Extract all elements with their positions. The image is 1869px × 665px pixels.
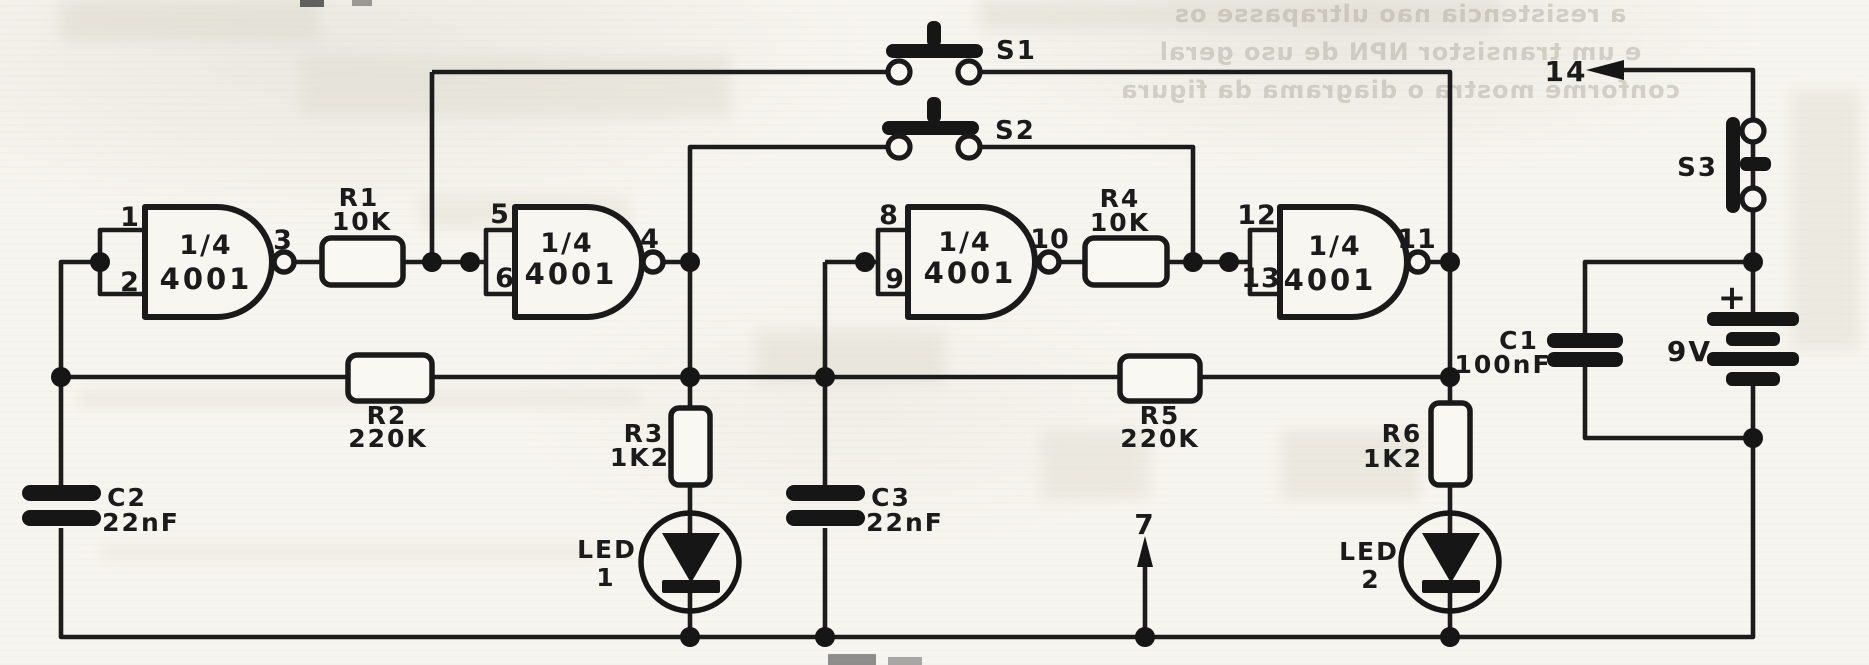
capacitor-value: 100nF bbox=[1454, 350, 1551, 379]
junction-dots bbox=[51, 252, 1763, 647]
resistor-r3: R3 1K2 bbox=[610, 405, 713, 488]
nor-gate-2: 5 6 4 1/4 4001 bbox=[490, 199, 666, 320]
resistor-value: 1K2 bbox=[610, 443, 670, 472]
resistor-r4: R4 10K bbox=[1082, 184, 1170, 288]
pin-label: 1 bbox=[120, 202, 140, 233]
vdd-pin-arrow: 14 bbox=[1545, 55, 1624, 88]
resistor-ref: R6 bbox=[1382, 419, 1423, 448]
led-1: LED 1 bbox=[577, 510, 742, 614]
diode-triangle bbox=[1422, 533, 1480, 583]
capacitor-c3: C3 22nF bbox=[786, 483, 944, 537]
resistor-value: 220K bbox=[1120, 424, 1200, 453]
resistor-value: 220K bbox=[348, 424, 428, 453]
capacitor-ref: C1 bbox=[1499, 326, 1539, 355]
resistor-value: 1K2 bbox=[1363, 444, 1423, 473]
pin-label: 12 bbox=[1237, 200, 1277, 231]
capacitor-ref: C3 bbox=[871, 483, 911, 512]
battery-9v: + 9V bbox=[1667, 278, 1799, 386]
resistor-ref: R5 bbox=[1140, 401, 1181, 430]
pushbutton-s3: S3 bbox=[1677, 117, 1771, 213]
cathode-bar bbox=[662, 580, 720, 593]
pushbutton-s1: S1 bbox=[885, 21, 1037, 86]
switch-ref: S2 bbox=[995, 116, 1036, 146]
diode-triangle bbox=[662, 533, 720, 583]
plunger bbox=[927, 21, 941, 47]
battery-voltage: 9V bbox=[1667, 335, 1712, 368]
battery-polarity: + bbox=[1718, 278, 1747, 318]
switch-ref: S3 bbox=[1677, 153, 1718, 183]
gate-part-label: 4001 bbox=[1284, 263, 1377, 297]
inverter-bubble bbox=[640, 249, 666, 275]
pushbutton-s2: S2 bbox=[882, 97, 1036, 161]
capacitor-value: 22nF bbox=[102, 508, 180, 537]
nor-gate-4: 12 13 11 1/4 4001 bbox=[1237, 200, 1437, 320]
gate-fraction-label: 1/4 bbox=[179, 230, 232, 261]
gnd-pin-arrow: 7 bbox=[1134, 508, 1155, 567]
button-bar bbox=[1726, 117, 1740, 213]
resistor-value: 10K bbox=[332, 207, 392, 236]
bleed-through-text: a resistencia nao ultrapasse os e um tra… bbox=[1120, 0, 1680, 104]
gate-part-label: 4001 bbox=[525, 257, 618, 291]
pin-label: 11 bbox=[1397, 224, 1437, 255]
pin-label: 2 bbox=[120, 267, 140, 298]
led-2: LED 2 bbox=[1339, 510, 1502, 614]
gnd-pin-number: 7 bbox=[1134, 508, 1155, 541]
pin-label: 13 bbox=[1241, 263, 1281, 294]
resistor-value: 10K bbox=[1090, 208, 1150, 237]
ghost-text-line: e um transistor NPN de uso geral bbox=[1159, 38, 1641, 66]
resistor-ref: R1 bbox=[339, 183, 380, 212]
pin-label: 6 bbox=[495, 263, 515, 294]
pin-label: 9 bbox=[885, 264, 905, 295]
ghost-text-line: a resistencia nao ultrapasse os bbox=[1174, 0, 1627, 28]
capacitor-c2: C2 22nF bbox=[22, 483, 180, 537]
plunger bbox=[927, 97, 941, 123]
nor-gate-3: 8 9 10 1/4 4001 bbox=[879, 200, 1070, 320]
resistor-r5: R5 220K bbox=[1117, 353, 1203, 453]
vdd-pin-number: 14 bbox=[1545, 55, 1588, 88]
pin-label: 8 bbox=[879, 200, 899, 231]
resistor-ref: R4 bbox=[1100, 184, 1141, 213]
led-label: LED bbox=[1339, 537, 1399, 566]
resistor-r1: R1 10K bbox=[319, 183, 406, 288]
scan-artifacts bbox=[300, 0, 922, 665]
inverter-bubble bbox=[271, 249, 297, 275]
resistor-r6: R6 1K2 bbox=[1363, 400, 1473, 488]
led-number: 1 bbox=[596, 563, 615, 592]
gate-part-label: 4001 bbox=[160, 262, 253, 296]
led-label: LED bbox=[577, 535, 637, 564]
resistor-ref: R2 bbox=[367, 401, 408, 430]
ghost-text-line: conforme mostra o diagrama da figura bbox=[1120, 76, 1680, 104]
plunger bbox=[1740, 157, 1771, 171]
button-bar bbox=[886, 44, 983, 58]
gate-fraction-label: 1/4 bbox=[938, 227, 991, 258]
capacitor-value: 22nF bbox=[866, 508, 944, 537]
pin-label: 5 bbox=[490, 199, 510, 230]
capacitor-c1: C1 100nF bbox=[1454, 326, 1623, 379]
button-bar bbox=[882, 121, 979, 135]
gate-fraction-label: 1/4 bbox=[540, 228, 593, 259]
arrowhead-left-icon bbox=[1586, 60, 1624, 80]
nor-gate-1: 1 2 3 1/4 4001 bbox=[120, 202, 297, 320]
cathode-bar bbox=[1422, 580, 1480, 593]
led-number: 2 bbox=[1361, 565, 1380, 594]
switch-ref: S1 bbox=[996, 36, 1037, 66]
pin-label: 3 bbox=[273, 225, 293, 256]
resistor-r2: R2 220K bbox=[345, 352, 435, 453]
pin-label: 4 bbox=[640, 224, 660, 255]
pin-label: 10 bbox=[1030, 224, 1070, 255]
resistor-ref: R3 bbox=[624, 419, 665, 448]
gate-part-label: 4001 bbox=[924, 256, 1017, 290]
gate-fraction-label: 1/4 bbox=[1308, 231, 1361, 262]
capacitor-ref: C2 bbox=[107, 483, 147, 512]
inverter-bubble bbox=[1036, 249, 1062, 275]
inverter-bubble bbox=[1405, 249, 1431, 275]
arrowhead-up-icon bbox=[1137, 536, 1153, 567]
